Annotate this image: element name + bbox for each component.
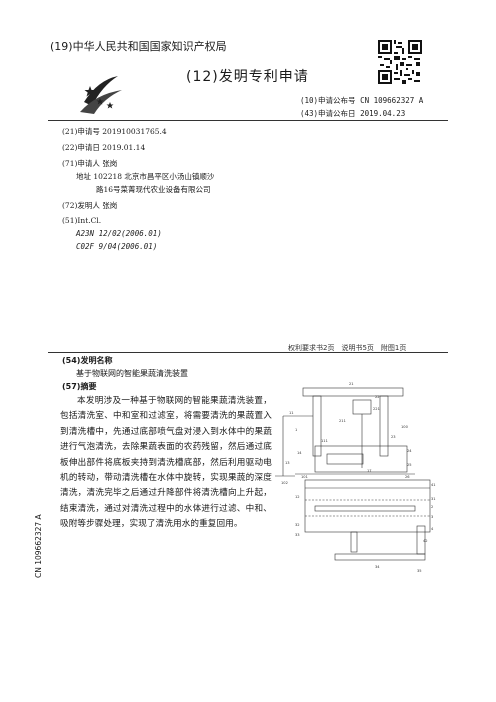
abstract-text: 本发明涉及一种基于物联网的智能果蔬清洗装置，包括清洗室、中和室和过滤室，将需要清… — [60, 396, 272, 530]
svg-text:33: 33 — [295, 533, 300, 537]
page-count-info: 权利要求书2页 说明书5页 附图1页 — [288, 344, 407, 352]
svg-text:3: 3 — [431, 515, 433, 519]
svg-text:17: 17 — [367, 469, 372, 473]
publication-date: (43)申请公布日 2019.04.23 — [300, 109, 406, 118]
pump — [416, 525, 426, 555]
svg-text:32: 32 — [295, 523, 300, 527]
cnipa-logo-icon — [80, 76, 122, 114]
svg-text:34: 34 — [375, 565, 380, 569]
lower-tank — [304, 479, 431, 533]
svg-text:211: 211 — [339, 419, 346, 423]
application-number: (21)申请号 201910031765.4 — [62, 127, 167, 136]
svg-text:14: 14 — [297, 451, 302, 455]
svg-text:12: 12 — [295, 495, 300, 499]
header-divider — [48, 120, 448, 121]
authority-name: (19)中华人民共和国国家知识产权局 — [50, 40, 227, 53]
svg-text:11: 11 — [289, 411, 294, 415]
inventor: (72)发明人 张岗 — [62, 201, 118, 210]
svg-text:100: 100 — [401, 425, 409, 429]
svg-text:31: 31 — [431, 497, 436, 501]
side-publication-number: CN 109662327 A — [34, 514, 43, 578]
invention-title: 基于物联网的智能果蔬清洗装置 — [76, 369, 188, 378]
svg-text:26: 26 — [405, 475, 410, 479]
right-column — [379, 395, 389, 457]
left-column — [312, 395, 322, 457]
svg-text:22: 22 — [375, 395, 380, 399]
title-heading: (54)发明名称 — [62, 356, 113, 365]
svg-text:24: 24 — [407, 449, 412, 453]
svg-text:41: 41 — [431, 483, 436, 487]
svg-text:111: 111 — [321, 439, 328, 443]
ipc-code: A23N 12/02(2006.01) — [76, 229, 162, 238]
svg-text:1: 1 — [295, 428, 297, 432]
applicant-address-line1: 地址 102218 北京市昌平区小汤山镇顺沙 — [76, 172, 215, 181]
applicant-address-line2: 路16号菜菁现代农业设备有限公司 — [96, 185, 211, 194]
filter-layer — [314, 505, 416, 512]
wash-basket — [326, 453, 364, 465]
svg-text:4: 4 — [431, 527, 434, 531]
section-divider — [48, 352, 448, 353]
abstract-heading: (57)摘要 — [62, 382, 97, 391]
svg-text:2: 2 — [431, 505, 433, 509]
svg-text:13: 13 — [285, 461, 290, 465]
application-date: (22)申请日 2019.01.14 — [62, 143, 146, 152]
svg-text:35: 35 — [417, 569, 422, 573]
water-tank — [334, 553, 426, 561]
svg-text:23: 23 — [391, 435, 396, 439]
publication-number: (10)申请公布号 CN 109662327 A — [300, 96, 424, 105]
applicant: (71)申请人 张岗 — [62, 159, 118, 168]
outlet-pipe — [350, 531, 358, 553]
top-rail — [302, 387, 404, 397]
svg-text:25: 25 — [407, 463, 412, 467]
upper-tank — [314, 445, 408, 473]
svg-text:101: 101 — [301, 475, 308, 479]
qr-code-icon — [378, 40, 422, 84]
int-cl-label: (51)Int.Cl. — [62, 216, 102, 225]
svg-text:102: 102 — [281, 481, 288, 485]
svg-text:42: 42 — [423, 539, 428, 543]
ipc-code: C02F 9/04(2006.01) — [76, 242, 158, 251]
motor-box — [352, 399, 372, 415]
document-type: (12)发明专利申请 — [186, 69, 309, 85]
svg-text:221: 221 — [373, 407, 380, 411]
svg-text:21: 21 — [349, 382, 354, 386]
